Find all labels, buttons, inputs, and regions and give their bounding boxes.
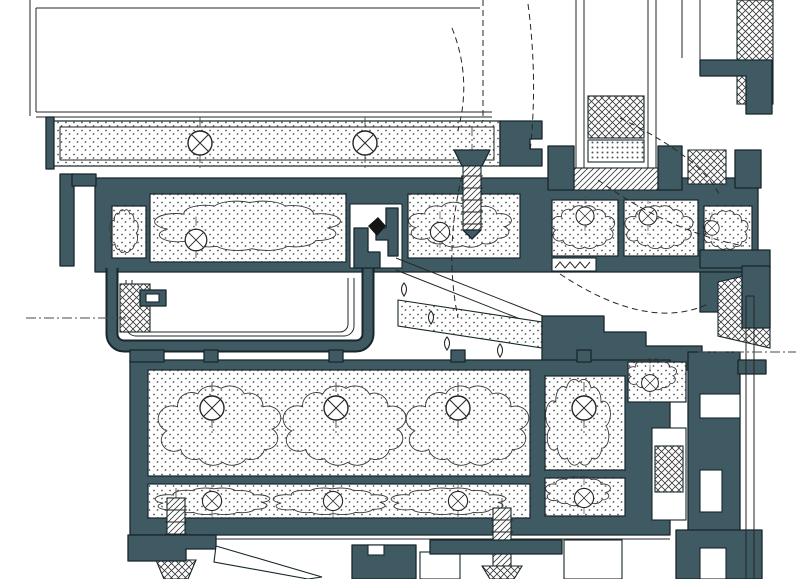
glazing-unit xyxy=(547,0,683,191)
screw-head xyxy=(453,149,491,167)
drainage-channel xyxy=(105,203,703,449)
top-panel xyxy=(29,0,701,140)
screw-head xyxy=(481,565,523,579)
sill-flashing xyxy=(213,545,323,579)
edge-sealant xyxy=(587,139,645,163)
center-lines xyxy=(26,317,796,353)
bottom-fittings xyxy=(127,534,623,579)
glass-spacer xyxy=(587,95,645,139)
gasket-zigzag xyxy=(551,257,597,272)
center-gasket xyxy=(368,217,386,236)
membrane-liner xyxy=(125,278,355,337)
thermal-insert xyxy=(654,445,684,493)
sash-profile xyxy=(129,349,671,540)
leader-lines xyxy=(451,3,745,319)
glazing-gasket-left xyxy=(547,145,575,191)
right-mullion xyxy=(627,249,771,579)
interlock xyxy=(349,203,403,269)
wall-bracket xyxy=(699,59,773,115)
screw-shaft xyxy=(492,507,512,567)
fixing-screw-top xyxy=(453,126,491,240)
screw-tip xyxy=(462,229,482,240)
glazing-gasket-right xyxy=(657,145,683,191)
left-end-cap xyxy=(59,173,75,267)
screw-head xyxy=(155,559,197,579)
